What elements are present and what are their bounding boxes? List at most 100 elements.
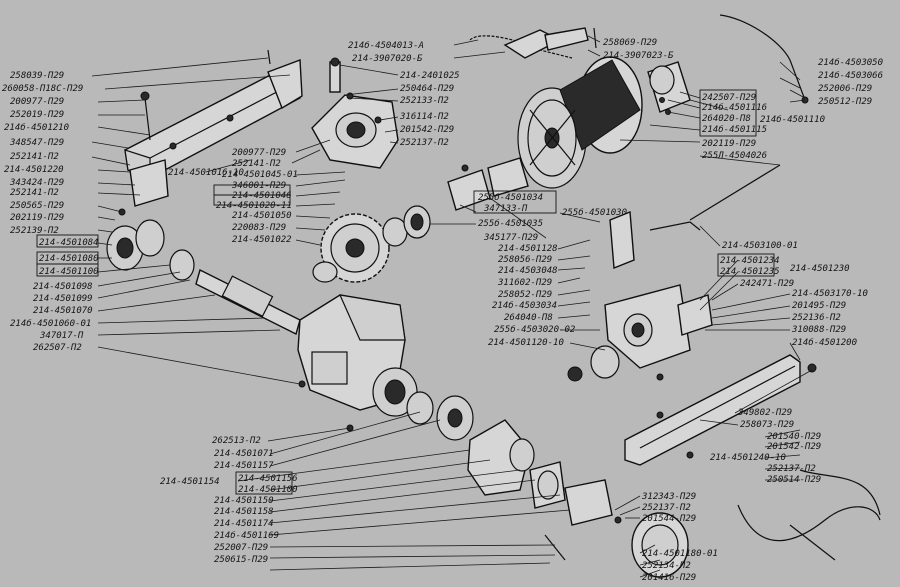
label-214-4501099: 214-4501099 xyxy=(33,294,93,304)
label-214b-4501210: 214б-4501210 xyxy=(4,122,69,133)
label-252141-p2-b: 252141-П2 xyxy=(10,188,59,198)
label-214b-4501116: 214б-4501116 xyxy=(702,102,767,113)
label-347017-p: 347017-П xyxy=(39,331,84,341)
left-frame-bracket xyxy=(124,49,303,207)
label-255b-4501030: 255б-4501030 xyxy=(562,207,627,218)
leader-lines xyxy=(91,35,813,578)
label-345177-p29: 345177-П29 xyxy=(483,233,538,243)
label-250464-p29: 250464-П29 xyxy=(400,84,454,94)
label-214-4503170-10: 214-4503170-10 xyxy=(792,289,868,299)
label-214b-4504013-a: 214б-4504013-А xyxy=(348,40,424,51)
label-214-4501235: 214-4501235 xyxy=(720,267,780,277)
label-252137-p2-top: 252137-П2 xyxy=(400,138,449,148)
label-214b-4503066: 214б-4503066 xyxy=(818,70,883,81)
base-frame-rail xyxy=(624,354,817,466)
right-lever-assembly xyxy=(567,164,781,382)
label-200977-p29-mid: 200977-П29 xyxy=(232,148,286,158)
label-347133-p: 347133-П xyxy=(483,204,528,214)
label-214-4501174: 214-4501174 xyxy=(214,519,274,529)
gearbox-housing xyxy=(297,294,418,432)
label-252019-p29: 252019-П29 xyxy=(10,110,64,120)
label-258052-p29: 258052-П29 xyxy=(498,290,552,300)
support-hoop xyxy=(737,469,881,561)
lower-bearing-set xyxy=(406,391,613,526)
label-214-4501100-left: 214-4501100 xyxy=(39,267,99,277)
label-214-4501100-bottom: 214-4501100 xyxy=(238,485,298,495)
label-201542-p29-bottom: 201542-П29 xyxy=(767,442,821,452)
label-250615-p29: 250615-П29 xyxy=(214,555,268,565)
label-214b-4503034: 214б-4503034 xyxy=(492,300,557,311)
label-202119-p29-left: 202119-П29 xyxy=(10,213,64,223)
label-258073-p29: 258073-П29 xyxy=(740,420,794,430)
label-346001-p29: 346001-П29 xyxy=(231,181,286,191)
label-250512-p29: 250512-П29 xyxy=(818,97,872,107)
label-214-4503100-01: 214-4503100-01 xyxy=(722,241,798,251)
label-258069-p29: 258069-П29 xyxy=(603,38,657,48)
label-201544-p29: 201544-П29 xyxy=(642,514,696,524)
label-214-4501045-01: 214-4501045-01 xyxy=(222,170,298,180)
label-343424-p29: 343424-П29 xyxy=(9,178,64,188)
label-262513-p2: 262513-П2 xyxy=(212,436,261,446)
boxed-callouts xyxy=(36,89,775,495)
label-312343-p29: 312343-П29 xyxy=(641,492,696,502)
label-200977-p29-left: 200977-П29 xyxy=(10,97,64,107)
label-214-3907023-b: 214-3907023-Б xyxy=(603,51,674,61)
label-255b-4503020-02: 255б-4503020-02 xyxy=(494,324,575,335)
label-255b-4501034: 255б-4501034 xyxy=(478,192,543,203)
label-214-4501046: 214-4501046 xyxy=(232,191,292,201)
label-214-4501156: 214-4501156 xyxy=(238,474,298,484)
label-214-4501180-01: 214-4501180-01 xyxy=(642,549,718,559)
label-214-4501154: 214-4501154 xyxy=(160,477,220,487)
label-214-4501080: 214-4501080 xyxy=(39,254,99,264)
label-214b-4501115: 214б-4501115 xyxy=(702,124,767,135)
part-number-labels: 214б-4504013-А 214-3907020-Б 258069-П29 … xyxy=(2,38,883,583)
label-214-4501220: 214-4501220 xyxy=(4,165,64,175)
label-264040-p8: 264040-П8 xyxy=(504,313,553,323)
label-214-4501022: 214-4501022 xyxy=(232,235,292,245)
label-310088-p29: 310088-П29 xyxy=(791,325,846,335)
label-255l-4504026: 255Л-4504026 xyxy=(702,151,767,161)
label-214-4501050: 214-4501050 xyxy=(232,211,292,221)
label-255b-4501035: 255б-4501035 xyxy=(478,218,543,229)
label-349802-p29: 349802-П29 xyxy=(737,408,792,418)
label-252006-p29: 252006-П29 xyxy=(818,84,872,94)
label-214-4501157: 214-4501157 xyxy=(214,461,274,471)
label-252141-p2-a: 252141-П2 xyxy=(10,152,59,162)
label-252007-p29: 252007-П29 xyxy=(214,543,268,553)
label-214-4501230: 214-4501230 xyxy=(790,264,850,274)
label-214-4501158: 214-4501158 xyxy=(214,507,274,517)
label-214-2401025: 214-2401025 xyxy=(400,71,460,81)
label-214b-4501110: 214б-4501110 xyxy=(760,114,825,125)
bearing-housing xyxy=(311,57,399,169)
label-201416-p29: 201416-П29 xyxy=(642,573,696,583)
label-252139-p2: 252139-П2 xyxy=(10,226,59,236)
label-214-4501070: 214-4501070 xyxy=(33,306,93,316)
label-214-4501150: 214-4501150 xyxy=(214,496,274,506)
cover-plate xyxy=(544,512,689,578)
label-252133-p2: 252133-П2 xyxy=(400,96,449,106)
label-242507-p29: 242507-П29 xyxy=(702,93,756,103)
label-214-4501120-10: 214-4501120-10 xyxy=(488,338,564,348)
label-252137-p2-right: 252137-П2 xyxy=(767,464,816,474)
label-348547-p29: 348547-П29 xyxy=(9,138,64,148)
label-214-4503048: 214-4503048 xyxy=(498,266,558,276)
label-214-4501128: 214-4501128 xyxy=(498,244,558,254)
label-214-4501016-10: 214-4501016-10 xyxy=(168,168,244,178)
label-242471-p29: 242471-П29 xyxy=(740,279,794,289)
label-201540-p29: 201540-П29 xyxy=(767,432,821,442)
cable-drum xyxy=(517,56,643,189)
label-202119-p29-right: 202119-П29 xyxy=(702,139,756,149)
label-214b-4501200: 214б-4501200 xyxy=(792,337,857,348)
label-311602-p29: 311602-П29 xyxy=(497,278,552,288)
label-214b-4501060-01: 214б-4501060-01 xyxy=(10,318,91,329)
label-214-4501020-11: 214-4501020-11 xyxy=(216,201,292,211)
label-250565-p29: 250565-П29 xyxy=(10,201,64,211)
label-201495-p29: 201495-П29 xyxy=(792,301,846,311)
sleeve-bushing xyxy=(647,61,691,115)
label-214-4501234: 214-4501234 xyxy=(720,256,780,266)
label-250514-p29: 250514-П29 xyxy=(767,475,821,485)
middle-bearings xyxy=(382,157,529,247)
label-260058-p18c-p29: 260058-П18С-П29 xyxy=(2,84,83,94)
